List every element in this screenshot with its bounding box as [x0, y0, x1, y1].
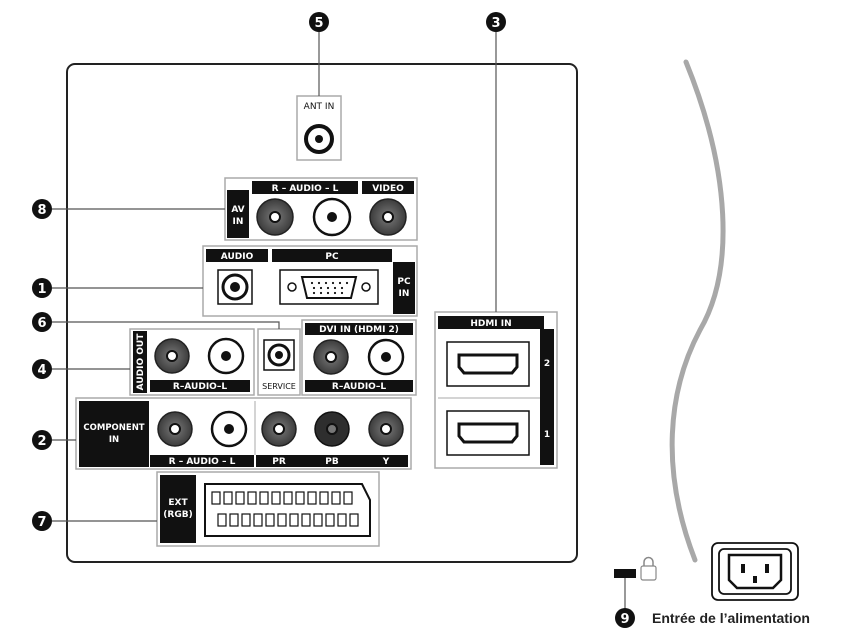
av-audio-label: R – AUDIO – L [272, 184, 339, 194]
component-pb-label: PB [325, 457, 339, 467]
dvi-in-group: DVI IN (HDMI 2) R–AUDIO–L [301, 319, 417, 396]
callout-5: 5 [309, 12, 329, 32]
hdmi-in-group: HDMI IN 2 1 [434, 311, 558, 469]
svg-text:8: 8 [37, 203, 46, 218]
callout-8: 8 [32, 199, 52, 219]
power-cable [669, 59, 726, 563]
pc-in-label-line2: IN [399, 289, 410, 299]
ext-label-line2: (RGB) [163, 510, 192, 520]
component-rl-label: R – AUDIO – L [169, 457, 236, 467]
audio-label: AUDIO [221, 252, 254, 262]
service-connector: SERVICE [257, 328, 301, 396]
callout-7: 7 [32, 511, 52, 531]
svg-text:7: 7 [37, 515, 46, 530]
callout-9: 9 [615, 608, 635, 628]
hdmi-1-port [457, 422, 519, 444]
component-y-label: Y [382, 457, 390, 467]
component-label-line1: COMPONENT [83, 423, 144, 433]
dvi-in-label: DVI IN (HDMI 2) [319, 325, 399, 335]
hdmi-1-label: 1 [544, 430, 550, 440]
svg-text:9: 9 [620, 612, 629, 627]
svg-text:4: 4 [37, 363, 46, 378]
service-label: SERVICE [262, 382, 296, 391]
svg-text:3: 3 [491, 16, 500, 31]
ext-rgb-group: EXT (RGB) [156, 471, 380, 547]
kensington-lock-icon [614, 556, 657, 581]
hdmi-2-label: 2 [544, 359, 550, 369]
audio-out-group: AUDIO OUT R–AUDIO–L [129, 328, 255, 396]
component-label-line2: IN [109, 435, 119, 445]
ext-label-line1: EXT [168, 498, 188, 508]
pc-in-group: AUDIO PC PC IN [202, 245, 418, 317]
callout-1: 1 [32, 278, 52, 298]
av-in-label-line2: IN [233, 217, 244, 227]
power-inlet [711, 542, 799, 601]
vga-port [300, 276, 358, 299]
power-caption: Entrée de l’alimentation [652, 610, 810, 626]
pc-in-label-line1: PC [397, 277, 411, 287]
audio-out-label: AUDIO OUT [136, 333, 146, 391]
av-in-label-line1: AV [231, 205, 244, 215]
leader-lines [52, 30, 626, 612]
callout-4: 4 [32, 359, 52, 379]
callout-6: 6 [32, 312, 52, 332]
component-in-group: COMPONENT IN R – AUDIO – L PR PB Y [75, 397, 412, 470]
hdmi-in-label: HDMI IN [470, 319, 511, 329]
svg-text:6: 6 [37, 316, 46, 331]
callout-3: 3 [486, 12, 506, 32]
ant-in-label: ANT IN [304, 102, 335, 112]
callout-2: 2 [32, 430, 52, 450]
pc-label: PC [325, 252, 339, 262]
dvi-rl-label: R–AUDIO–L [332, 382, 386, 392]
video-label: VIDEO [372, 184, 404, 194]
hdmi-2-port [457, 353, 519, 375]
component-pr-label: PR [272, 457, 286, 467]
svg-text:1: 1 [37, 282, 46, 297]
ant-in-connector: ANT IN [296, 95, 342, 161]
svg-text:2: 2 [37, 434, 46, 449]
svg-text:5: 5 [314, 16, 323, 31]
audio-out-rl-label: R–AUDIO–L [173, 382, 227, 392]
av-in-group: AV IN R – AUDIO – L VIDEO [224, 177, 418, 241]
